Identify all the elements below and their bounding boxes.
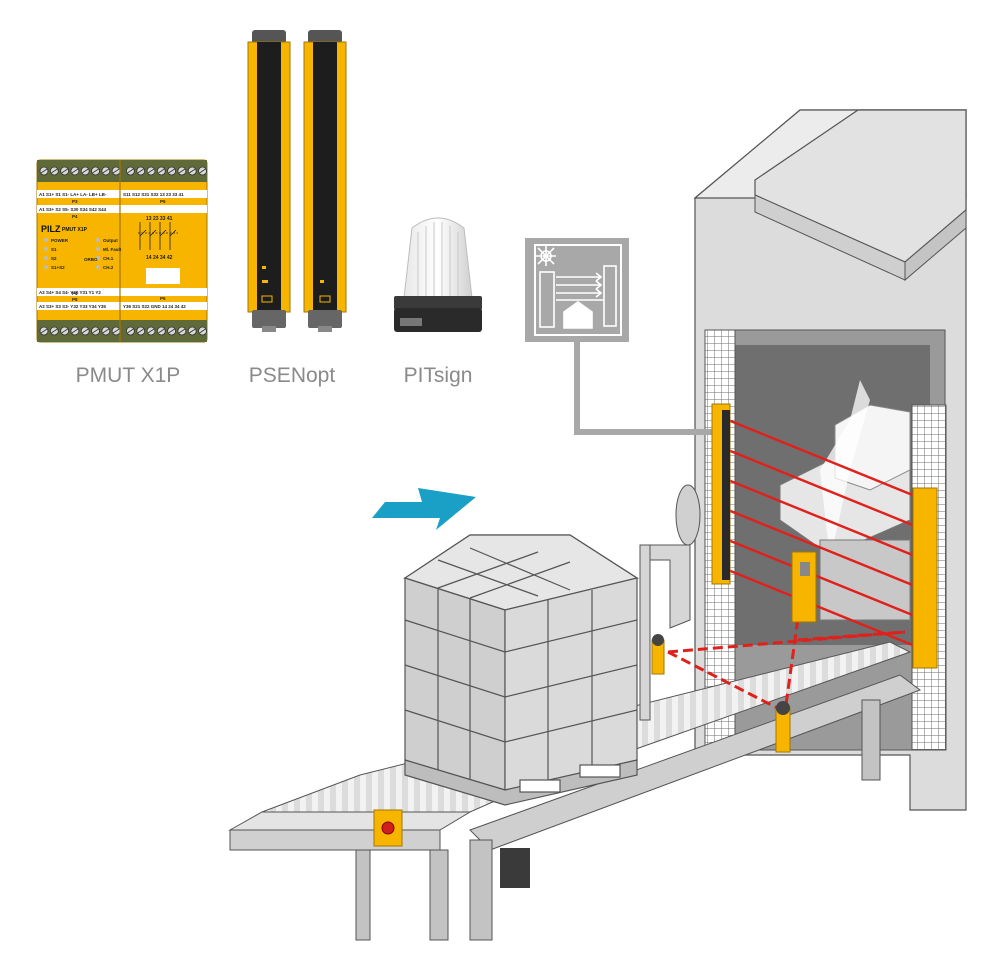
terminal-screw-slot xyxy=(102,168,110,174)
terminal-screws-top xyxy=(39,166,207,176)
terminal-screw-slot xyxy=(188,168,196,174)
terminal-screw-slot xyxy=(137,168,144,174)
relay-block-p5-bottom: P5 xyxy=(160,296,166,301)
relay-terminal-row-1: A1 S1+ S1 S1- LA+ LA- LB+ LB- xyxy=(39,192,107,197)
relay-block-p4-bottom: P4 xyxy=(72,291,78,296)
relay-led-label: S1 xyxy=(51,247,57,252)
relay-led-label: S1+S2 xyxy=(51,265,65,270)
control-cabinet-icon xyxy=(525,238,718,435)
terminal-screws-bottom xyxy=(39,326,207,336)
relay-block-p5: P5 xyxy=(160,199,166,204)
terminal-screw-slot xyxy=(92,328,99,334)
relay-led-label: CH.1 xyxy=(103,256,114,261)
psenopt-light-curtain-pair xyxy=(247,30,347,332)
relay-led xyxy=(96,256,100,260)
relay-terminal-row-4-right: Y36 S21 S22 GND 14 24 34 42 xyxy=(123,304,186,309)
light-curtain-receiver xyxy=(303,30,347,332)
terminal-screw-slot xyxy=(112,328,120,334)
arrow-icon xyxy=(372,488,476,530)
terminal-screw-slot xyxy=(178,168,186,174)
relay-led-label: POWER xyxy=(51,238,69,243)
terminal-screw-slot xyxy=(51,328,58,334)
terminal-screw-slot xyxy=(199,168,206,174)
terminal-screw-slot xyxy=(199,328,206,334)
terminal-screw-slot xyxy=(137,328,144,334)
relay-brand: PILZ xyxy=(41,224,61,234)
relay-led-label: CH.2 xyxy=(103,265,114,270)
terminal-screw-slot xyxy=(112,168,120,174)
relay-led xyxy=(44,238,48,242)
pmut-relay-device: A1 S1+ S1 S1- LA+ LA- LB+ LB- S11 S12 S3… xyxy=(36,159,208,343)
light-curtain-emitter xyxy=(247,30,291,332)
relay-block-p8: P8 xyxy=(72,297,78,302)
terminal-screw-slot xyxy=(168,168,175,174)
pitsign-label: PITsign xyxy=(403,364,473,387)
relay-terminal-row-2: A1 S3+ S2 S5- S30 S34 S42 S44 xyxy=(39,207,107,212)
relay-contacts-bottom: 14 24 34 42 xyxy=(146,255,173,261)
terminal-screw-slot xyxy=(71,168,79,174)
terminal-screw-slot xyxy=(61,328,68,334)
terminal-screw-slot xyxy=(92,168,99,174)
relay-led-label: S2 xyxy=(51,256,57,261)
relay-led xyxy=(96,238,100,242)
terminal-screw-slot xyxy=(40,168,48,174)
relay-led xyxy=(44,256,48,260)
hazard-machine-icon xyxy=(536,246,617,329)
emergency-stop-box xyxy=(373,809,403,847)
terminal-screw-slot xyxy=(127,328,134,334)
terminal-screw-slot xyxy=(178,328,186,334)
terminal-screw-slot xyxy=(51,168,58,174)
terminal-screw-slot xyxy=(40,328,48,334)
relay-terminal-row-4: A2 S3+ S3 S3- Y32 Y33 Y34 Y35 xyxy=(39,304,106,309)
pitsign-beacon xyxy=(394,217,482,332)
relay-led-label: Output xyxy=(103,238,118,243)
terminal-screw-slot xyxy=(81,168,89,174)
terminal-screw-slot xyxy=(158,328,165,334)
relay-block-p3: P3 xyxy=(72,199,78,204)
relay-model: PMUT X1P xyxy=(62,227,88,233)
muting-sensors xyxy=(651,551,906,753)
relay-label-plate xyxy=(146,268,180,284)
terminal-screw-slot xyxy=(147,168,155,174)
relay-led xyxy=(96,265,100,269)
pmut-x1p-label: PMUT X1P xyxy=(75,364,181,387)
terminal-screw-slot xyxy=(188,328,196,334)
relay-terminal-row-1-right: S11 S12 S31 S32 13 23 33 41 xyxy=(123,192,184,197)
terminal-screw-slot xyxy=(71,328,79,334)
relay-led-label: Ml. Fault xyxy=(103,247,122,252)
relay-center-code: ORBO xyxy=(84,257,98,262)
relay-led xyxy=(44,265,48,269)
machine-light-curtain xyxy=(711,403,938,669)
relay-led xyxy=(96,247,100,251)
relay-terminal-row-3: A2 S4+ S4 S4- Y30 Y31 Y1 Y2 xyxy=(39,290,101,295)
terminal-screw-slot xyxy=(102,328,110,334)
terminal-screw-slot xyxy=(81,328,89,334)
terminal-screw-slot xyxy=(127,168,134,174)
terminal-screw-slot xyxy=(147,328,155,334)
relay-block-p4: P4 xyxy=(72,214,78,219)
relay-contact-symbol xyxy=(138,222,178,250)
terminal-screw-slot xyxy=(158,168,165,174)
terminal-screw-slot xyxy=(168,328,175,334)
relay-contacts-top: 13 23 33 41 xyxy=(146,216,173,222)
psenopt-label: PSENopt xyxy=(248,364,336,387)
pallet-load xyxy=(403,534,640,806)
terminal-screw-slot xyxy=(61,168,68,174)
machine-enclosure xyxy=(675,109,967,811)
relay-led xyxy=(44,247,48,251)
